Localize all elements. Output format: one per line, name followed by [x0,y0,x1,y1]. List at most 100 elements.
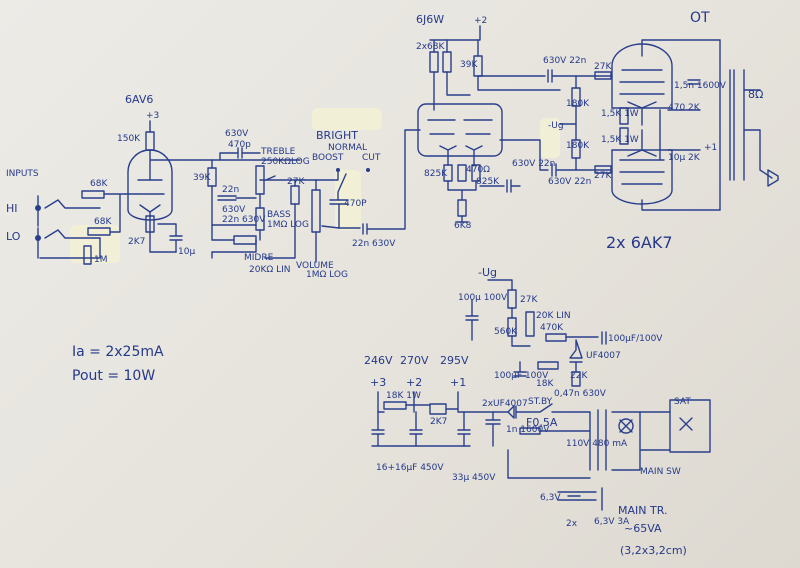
main-sw-label: MAIN SW [640,467,681,477]
r-180k-b-label: 180K [566,141,590,151]
volume-wiring [315,179,340,263]
v-2x-label: 2x [566,519,578,529]
treble-pot-label: 250KΩLOG [261,157,310,167]
st-by-label: ST.BY [528,397,553,407]
v2-tube-envelope [417,103,503,157]
ug-wire [487,279,513,291]
volume-pot-icon[interactable] [311,189,321,233]
ia-spec: Ia = 2x25mA [72,344,164,360]
mains-lamp-icon [611,411,641,471]
c-22n-b-label: 22n 630V [222,215,266,225]
r-68k-a-label: 68K [90,179,108,189]
grid-bias-wiring [559,75,577,171]
tone-stack: 630V 470p TREBLE 250KΩLOG 39K 22n 630V 2… [193,129,310,275]
r-27k-a-label: 27K [594,62,612,72]
c-100u-b-label: 100μF 100V [494,371,549,381]
r-22k-label: 22K [570,371,588,381]
bass-label: BASS [267,210,291,220]
d-uf4007-label: UF4007 [586,351,621,361]
r-2k7-b-label: 2K7 [430,417,447,427]
main-supply: 246V 270V 295V +3 +2 +1 18K 1W 2K7 16+16… [364,354,711,557]
volume-pot-label: 1MΩ LOG [306,270,348,280]
lo-jack-label: LO [6,230,21,243]
c-630v-22n-a-label: 630V 22n [512,159,555,169]
iec-inlet-icon [669,399,711,453]
resistor-6k8-icon [457,199,467,217]
v3b-tube-elements [619,149,665,185]
c-100u-label: 100μ 100V [458,293,508,303]
c-22n-630v-label: 22n 630V [352,239,396,249]
ot-secondary-wiring [743,89,773,179]
cap-10u-icon [157,223,183,253]
hi-jack-icon [35,205,41,211]
resistor-470k-b-icon [545,333,567,342]
v2-supply-wire [429,25,481,41]
ot-label: OT [690,10,710,26]
tone-wiring-mid [235,193,261,209]
cap-16u-icon [371,411,471,447]
c-100uf-100v-label: 100μF/100V [608,334,663,344]
r-27k-b-label: 27K [594,171,612,181]
r-18k-1w-label: 18K 1W [386,391,421,401]
inlet-wiring [639,411,693,451]
speaker-label: 8Ω [748,88,763,101]
resistor-27k-b-icon [594,165,612,174]
resistor-470r-icon [457,164,467,182]
rail-tap-wiring [377,391,509,413]
resistor-18k-icon [537,361,559,370]
v2-stage: 6J6W +2 2x68K 39K 825K 470Ω 825K 6K8 630… [416,13,561,231]
bass-pot-label: 1MΩ LOG [267,220,309,230]
hi-jack-label: HI [6,202,18,215]
c-630v-22n-c-label: 630V 22n [548,177,591,187]
resistor-68k-a-icon [81,190,105,199]
v2-tube-name: 6J6W [416,13,444,26]
fuse-label: F0,5A [526,416,558,429]
main-transformer-icon [597,409,607,511]
specs-notes: Ia = 2x25mA Pout = 10W [72,344,164,384]
supply-rect-wiring [507,411,591,479]
dims-label: (3,2x3,2cm) [620,544,687,557]
c-10u-label: 10μ [178,247,195,257]
power-tubes-label: 2x 6AK7 [606,233,673,252]
r-39k-b-label: 39K [460,60,478,70]
r-825k-b-label: 825K [476,177,500,187]
pot-20k-lin-icon[interactable] [525,311,535,337]
cap-1n-icon [485,411,501,447]
r-18k-label: 18K [536,379,554,389]
c-470p-label: 470p [228,140,251,150]
cap-470p-treble-icon [219,147,261,161]
v2-cathode-wiring [447,149,475,166]
v-295-label: 295V [440,354,469,367]
resistor-68k-d-icon [442,51,452,73]
node-plus2-label: +2 [406,376,422,389]
r-150k-label: 150K [117,134,141,144]
v1-stage: 6AV6 +3 150K 2K7 10μ [117,93,301,257]
r-1k5-b-label: 1,5K 1W [601,135,639,145]
resistor-27k-a-icon [594,71,612,80]
main-tr-label: MAIN TR. [618,504,667,517]
normal-label: NORMAL [328,143,367,153]
r-470r-label: 470Ω [466,165,490,175]
standby-switch-icon[interactable] [507,403,553,419]
c-630v-22n-b-label: 630V 22n [543,56,586,66]
c-10u-b-label: 10μ 2K [668,153,701,163]
bright-switch-contact-b-icon [366,168,370,172]
r-1k5-a-label: 1,5K 1W [601,109,639,119]
v-246-label: 246V [364,354,393,367]
c-630v-label: 630V [225,129,249,139]
resistor-68k-c-icon [429,51,439,73]
screen-wiring [659,109,701,161]
cap-100u-icon [465,299,479,341]
bright-volume: BRIGHT NORMAL BOOST CUT 470P VOLUME 1MΩ … [296,129,421,280]
v-63-label: 6,3V [540,493,561,503]
v-270-label: 270V [400,354,429,367]
correction-fluid-ug [540,118,560,158]
midrange-pot-icon[interactable] [233,235,257,245]
v-63b-label: 6,3V 3A [594,517,630,527]
bright-switch-contact-icon [336,168,340,172]
bright-label: BRIGHT [316,129,358,142]
ug-node-label: -Ug [478,266,497,279]
c-16u-label: 16+16μF 450V [376,463,444,473]
v1-tube-name: 6AV6 [125,93,153,106]
